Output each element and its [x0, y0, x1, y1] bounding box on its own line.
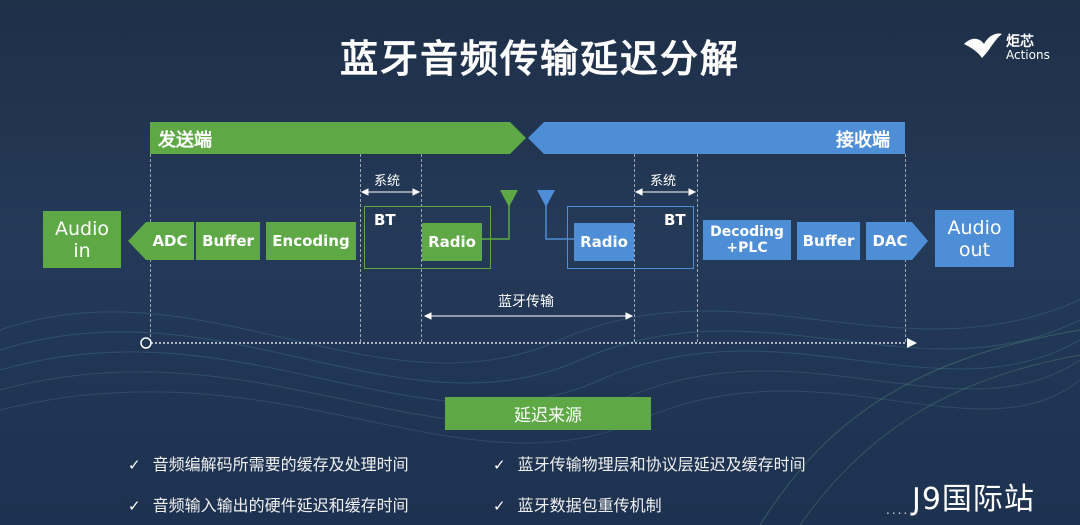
- source-item-1: ✓ 音频编解码所需要的缓存及处理时间: [128, 451, 409, 475]
- source-item-2-text: 蓝牙传输物理层和协议层延迟及缓存时间: [517, 455, 806, 474]
- timeline-arrow-head: [907, 338, 917, 348]
- adc-arrow-shape: [128, 222, 194, 260]
- dac-block: DAC: [866, 222, 914, 260]
- audio-out-block: Audio out: [935, 210, 1014, 267]
- sender-buffer-block: Buffer: [196, 222, 260, 260]
- bt-transfer-label: 蓝牙传输: [498, 294, 554, 310]
- sender-buffer-label: Buffer: [202, 232, 254, 250]
- source-item-3: ✓ 音频输入输出的硬件延迟和缓存时间: [128, 492, 409, 516]
- source-item-4: ✓ 蓝牙数据包重传机制: [493, 492, 662, 516]
- dac-label: DAC: [872, 232, 908, 250]
- system-label-left: 系统: [374, 174, 401, 189]
- receiver-buffer-label: Buffer: [802, 232, 855, 250]
- adc-block: ADC: [146, 222, 194, 260]
- sender-phase-label: 发送端: [158, 130, 212, 151]
- encoding-label: Encoding: [272, 232, 350, 250]
- source-item-3-text: 音频输入输出的硬件延迟和缓存时间: [152, 496, 409, 515]
- receiver-antenna-icon: [537, 190, 555, 207]
- source-item-4-text: 蓝牙数据包重传机制: [517, 496, 662, 515]
- receiver-radio-block: Radio: [574, 223, 634, 261]
- logo-chinese-text: 炬芯: [1006, 34, 1034, 50]
- source-item-2: ✓ 蓝牙传输物理层和协议层延迟及缓存时间: [493, 451, 806, 475]
- watermark-text: J9国际站: [912, 482, 1035, 517]
- source-item-1-text: 音频编解码所需要的缓存及处理时间: [152, 455, 409, 474]
- sender-bt-label: BT: [374, 211, 396, 229]
- sender-radio-label: Radio: [428, 233, 476, 251]
- check-icon: ✓: [128, 456, 141, 474]
- receiver-buffer-block: Buffer: [797, 222, 860, 260]
- audio-out-label: Audio out: [947, 216, 1002, 261]
- encoding-block: Encoding: [266, 222, 356, 260]
- check-icon: ✓: [493, 497, 506, 515]
- receiver-antenna-wire: [545, 204, 574, 240]
- sender-radio-block: Radio: [422, 223, 482, 261]
- sender-antenna-wire: [482, 204, 510, 240]
- logo-english-text: Actions: [1006, 48, 1050, 62]
- receiver-radio-label: Radio: [580, 233, 628, 251]
- audio-in-label: Audio in: [54, 217, 109, 262]
- receiver-phase-arrow: [528, 122, 905, 154]
- watermark-dots: .....: [886, 503, 916, 517]
- system-label-right: 系统: [650, 174, 677, 189]
- actions-logo: 炬芯 Actions: [962, 28, 1062, 68]
- receiver-bt-outline: [567, 206, 694, 269]
- sender-phase-arrow: [150, 122, 526, 154]
- adc-label: ADC: [152, 232, 188, 250]
- bird-logo-icon: [964, 33, 1002, 58]
- decoding-label: Decoding +PLC: [710, 224, 784, 256]
- receiver-phase-label: 接收端: [836, 130, 890, 151]
- check-icon: ✓: [493, 456, 506, 474]
- guide-line-sys-right-a: [634, 154, 635, 342]
- delay-sources-title: 延迟来源: [445, 397, 651, 430]
- receiver-bt-label: BT: [664, 211, 686, 229]
- sender-bt-outline: [364, 206, 491, 269]
- guide-line-sys-right-b: [697, 154, 698, 342]
- timeline-start-marker: [140, 337, 152, 349]
- guide-line-sys-left-a: [360, 154, 361, 342]
- guide-line-sys-left-b: [421, 154, 422, 342]
- audio-in-block: Audio in: [43, 211, 121, 268]
- page-title: 蓝牙音频传输延迟分解: [339, 37, 740, 81]
- dac-arrow-shape: [866, 222, 928, 260]
- sender-antenna-icon: [500, 190, 518, 207]
- check-icon: ✓: [128, 497, 141, 515]
- decoding-block: Decoding +PLC: [703, 220, 791, 260]
